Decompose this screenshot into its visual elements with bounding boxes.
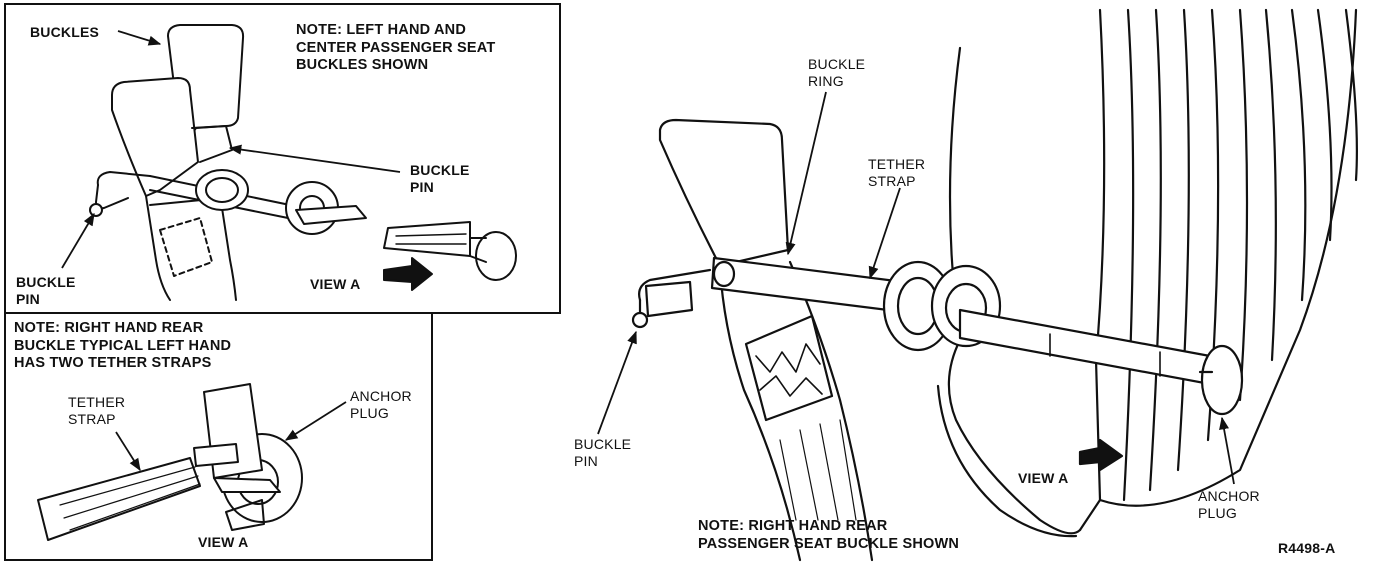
bottom-left-leaders [115, 401, 347, 472]
bottom-left-note: NOTE: RIGHT HAND REAR BUCKLE TYPICAL LEF… [14, 320, 231, 373]
label-line: PIN [574, 452, 598, 469]
label-view-a-bottom: VIEW A [198, 534, 249, 550]
label-line: BUCKLE [808, 56, 866, 72]
label-buckle-pin-main: BUCKLE PIN [574, 436, 631, 469]
note-line: NOTE: RIGHT HAND REAR [698, 518, 888, 534]
label-buckles: BUCKLES [30, 24, 100, 40]
label-line: STRAP [868, 172, 916, 189]
reference-code: R4498-A [1278, 540, 1336, 556]
panel-bottom-left-frame [4, 312, 433, 561]
label-buckle-pin-top-left: BUCKLE PIN [16, 274, 76, 307]
label-line: PIN [16, 290, 40, 307]
top-left-drawing [89, 24, 517, 301]
label-line: PLUG [1198, 504, 1237, 521]
label-line: ANCHOR [1198, 488, 1260, 504]
label-anchor-plug-main: ANCHOR PLUG [1198, 488, 1260, 521]
label-tether-strap-bottom: TETHER STRAP [68, 394, 125, 427]
label-line: TETHER [868, 156, 926, 172]
label-line: BUCKLE [16, 274, 76, 290]
note-line: BUCKLES SHOWN [296, 57, 429, 74]
label-line: RING [808, 72, 844, 89]
label-line: ANCHOR [350, 388, 412, 404]
label-line: STRAP [68, 410, 116, 427]
label-line: BUCKLE [574, 436, 632, 452]
main-note: NOTE: RIGHT HAND REAR PASSENGER SEAT BUC… [698, 518, 959, 553]
top-left-note: NOTE: LEFT HAND AND CENTER PASSENGER SEA… [296, 22, 495, 75]
note-line: BUCKLE TYPICAL LEFT HAND [14, 337, 232, 354]
note-line: NOTE: RIGHT HAND REAR [14, 320, 204, 336]
main-leaders [597, 91, 1235, 485]
label-line: BUCKLE [410, 162, 470, 178]
label-buckle-ring: BUCKLE RING [808, 56, 865, 89]
label-line: TETHER [68, 394, 126, 410]
bottom-left-drawing [37, 383, 303, 541]
note-line: PASSENGER SEAT BUCKLE SHOWN [698, 535, 960, 552]
label-line: PIN [410, 178, 434, 195]
main-drawing [631, 8, 1358, 562]
label-line: PLUG [350, 404, 389, 421]
label-buckle-pin-top-right: BUCKLE PIN [410, 162, 470, 195]
label-anchor-plug-bottom: ANCHOR PLUG [350, 388, 412, 421]
note-line: NOTE: LEFT HAND AND [296, 22, 466, 38]
top-left-leaders [61, 30, 401, 269]
label-view-a-main: VIEW A [1018, 470, 1069, 486]
note-line: HAS TWO TETHER STRAPS [14, 355, 212, 372]
label-view-a-top: VIEW A [310, 276, 361, 292]
label-tether-strap-main: TETHER STRAP [868, 156, 925, 189]
note-line: CENTER PASSENGER SEAT [296, 39, 496, 56]
